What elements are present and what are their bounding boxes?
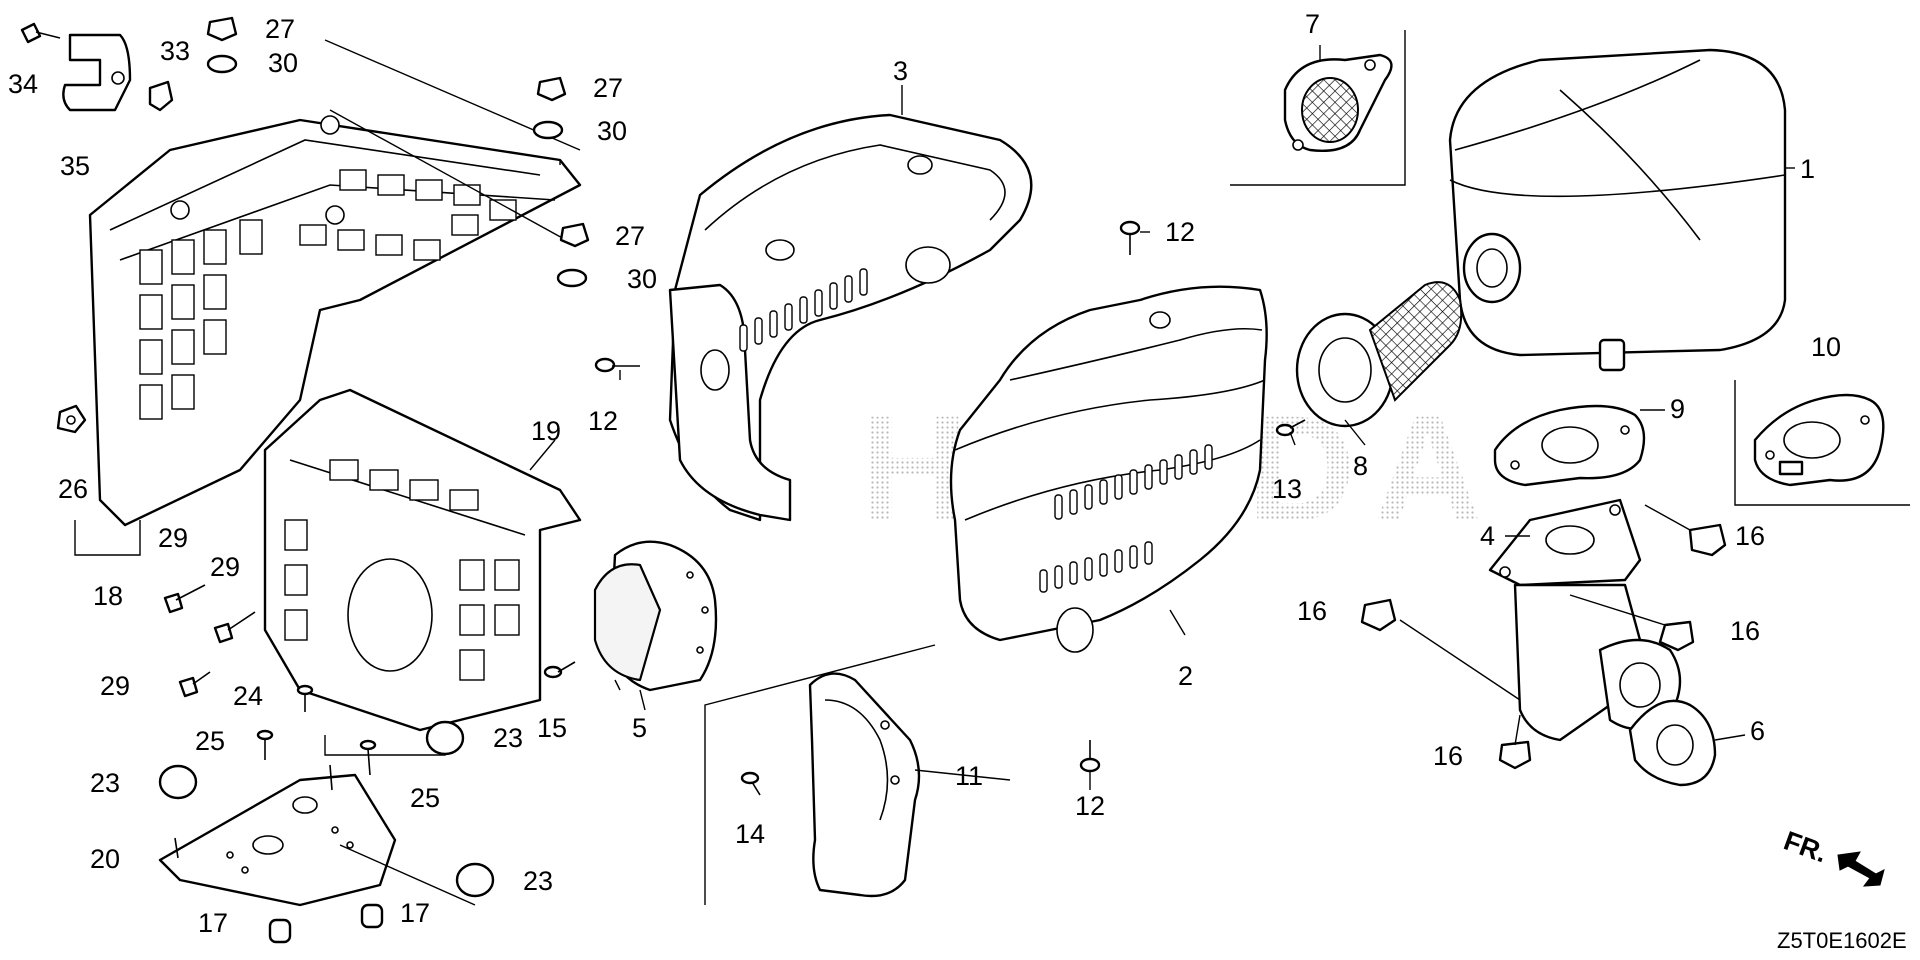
flange-nut-16-parts	[1360, 523, 1727, 770]
callout-5: 5	[632, 713, 647, 743]
nut-33-part	[148, 80, 174, 112]
callout-29c: 29	[100, 671, 130, 701]
muffler-part	[1448, 48, 1787, 372]
protector-2-vent-slots	[1039, 444, 1213, 593]
bolt-34-part	[20, 22, 61, 44]
callout-4: 4	[1480, 521, 1495, 551]
callout-12c: 12	[1075, 791, 1105, 821]
part23c-leader-line	[339, 844, 476, 906]
gasket-6-part	[1628, 699, 1717, 787]
lower-guard-19-part	[263, 388, 582, 732]
callout-16b: 16	[1297, 596, 1327, 626]
part11-bracket-line	[704, 644, 936, 905]
exhaust-pipe-part-8	[1295, 281, 1463, 428]
callout-25a: 25	[195, 726, 225, 756]
callout-24: 24	[233, 681, 263, 711]
callout-19: 19	[531, 416, 561, 446]
part7-bracket-line	[1230, 30, 1406, 186]
callout-26: 26	[58, 474, 88, 504]
part10-bracket-line	[1734, 380, 1910, 506]
callout-7: 7	[1305, 9, 1320, 39]
callout-27c: 27	[615, 221, 645, 251]
base-plate-20-part	[158, 773, 397, 907]
callout-30b: 30	[597, 116, 627, 146]
callout-1: 1	[1800, 154, 1815, 184]
screw-25-parts	[256, 729, 377, 776]
bracket-35-part	[62, 33, 132, 112]
frame-18-grid	[139, 169, 517, 420]
screw-15-part	[543, 661, 576, 679]
stud-parts	[174, 764, 333, 859]
protector-3-vent-slots	[739, 268, 868, 352]
callout-30a: 30	[268, 48, 298, 78]
callout-12a: 12	[1165, 217, 1195, 247]
gasket-10-part	[1753, 393, 1885, 487]
callout-labels: 1 2 3 4 5 6 7 8 9 10 11 12 12 12 13 14 1…	[8, 9, 1841, 938]
callout-6: 6	[1750, 716, 1765, 746]
frame-guard-18-part	[88, 115, 582, 527]
callout-23a: 23	[493, 723, 523, 753]
callout-29a: 29	[158, 523, 188, 553]
spark-arrester-screen-part	[1283, 53, 1393, 152]
callout-25b: 25	[410, 783, 440, 813]
screw-13-part	[1275, 419, 1306, 437]
callout-8: 8	[1353, 451, 1368, 481]
callout-27b: 27	[593, 73, 623, 103]
muffler-protector-2-part	[949, 285, 1268, 653]
callout-14: 14	[735, 819, 765, 849]
callout-10: 10	[1811, 332, 1841, 362]
callout-34: 34	[8, 69, 38, 99]
washer-30-parts	[206, 54, 588, 288]
front-direction-arrow: FR.	[1780, 825, 1885, 887]
screw-24-part	[296, 684, 314, 712]
bolt-29-parts	[163, 584, 256, 698]
callout-12b: 12	[588, 406, 618, 436]
callout-29b: 29	[210, 552, 240, 582]
callout-35: 35	[60, 151, 90, 181]
spacer-17-parts	[268, 903, 384, 944]
part18-bracket-line	[74, 520, 141, 556]
exhaust-cover-5-part	[593, 540, 718, 692]
heat-shield-11-part	[808, 672, 921, 898]
callout-2: 2	[1178, 661, 1193, 691]
callout-23b: 23	[90, 768, 120, 798]
callout-13: 13	[1272, 474, 1302, 504]
nut-27-parts	[206, 16, 590, 248]
callout-23c: 23	[523, 866, 553, 896]
callout-33: 33	[160, 36, 190, 66]
bolt-12-parts	[594, 220, 1141, 773]
callout-30c: 30	[627, 264, 657, 294]
callout-16a: 16	[1735, 521, 1765, 551]
callout-20: 20	[90, 844, 120, 874]
screw-14-part	[740, 771, 761, 796]
callout-15: 15	[537, 713, 567, 743]
callout-17b: 17	[400, 898, 430, 928]
callout-27a: 27	[265, 14, 295, 44]
front-indicator-label: FR.	[1780, 825, 1831, 868]
nut-26-part	[56, 404, 87, 434]
callout-17a: 17	[198, 908, 228, 938]
grommet-23-parts	[158, 720, 495, 898]
guard-19-grid	[284, 459, 520, 681]
callout-9: 9	[1670, 394, 1685, 424]
callout-18: 18	[93, 581, 123, 611]
callout-11: 11	[955, 761, 983, 791]
callout-3: 3	[893, 56, 908, 86]
callout-16d: 16	[1433, 741, 1463, 771]
leader-lines	[529, 45, 1795, 790]
muffler-protector-3-part	[668, 113, 1033, 522]
gasket-9-part	[1493, 404, 1646, 487]
drawing-code: Z5T0E1602E	[1777, 928, 1907, 953]
callout-16c: 16	[1730, 616, 1760, 646]
